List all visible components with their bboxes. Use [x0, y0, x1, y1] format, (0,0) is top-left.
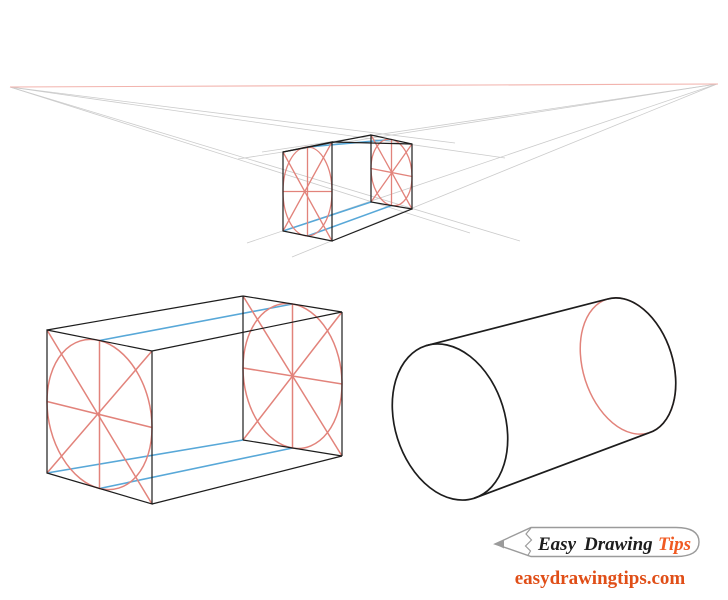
top-tangent-guide — [99, 303, 293, 342]
logo-text-tips: Tips — [658, 534, 691, 555]
horizon-line — [9, 83, 719, 88]
vp-guide-line — [9, 86, 521, 242]
vp-guide-line — [261, 83, 718, 153]
far-face-circle-construction — [371, 135, 412, 210]
logo-text-drawing: Drawing — [583, 534, 653, 555]
near-cap-ellipse — [374, 329, 527, 515]
pencil-icon — [493, 526, 700, 558]
brand-logo: Easy Drawing Tips easydrawingtips.com — [493, 526, 700, 589]
bottom-tangent-guide — [307, 204, 392, 237]
horizontal-center-guide — [46, 400, 153, 429]
box-edge — [331, 141, 413, 145]
hidden-edge-guide — [282, 201, 372, 232]
box-construction — [47, 296, 342, 504]
box-edge — [151, 455, 343, 505]
hidden-edge-guide — [46, 439, 244, 474]
far-face-hidden-edge — [242, 439, 343, 457]
perspective-box-outline — [282, 134, 413, 242]
perspective-construction — [9, 83, 719, 257]
vp-guide-line — [9, 86, 456, 144]
cylinder-drawing — [374, 286, 692, 515]
logo-text-easy: Easy — [537, 534, 577, 555]
vp-guide-line — [9, 86, 471, 234]
construction-box-outline — [46, 295, 343, 505]
box-edge — [282, 134, 372, 153]
near-face-circle-construction — [283, 142, 332, 241]
pencil-wood-zigzag — [524, 527, 533, 557]
box-edge — [46, 295, 244, 331]
cylinder-top-edge — [425, 298, 608, 347]
box-edge — [331, 208, 413, 242]
top-tangent-guide — [307, 138, 392, 148]
cylinder-bottom-edge — [473, 432, 650, 500]
box-edge — [151, 311, 343, 352]
far-face-circle-construction — [243, 296, 342, 456]
box-edge — [242, 295, 343, 313]
website-url: easydrawingtips.com — [515, 568, 686, 589]
pencil-tip — [495, 539, 504, 549]
horizontal-center-guide — [242, 367, 343, 385]
horizontal-center-guide — [370, 167, 413, 178]
vp-guide-line — [9, 86, 506, 159]
bottom-tangent-guide — [99, 447, 293, 490]
far-cap-ellipse — [564, 286, 692, 447]
far-cap-rim — [607, 286, 692, 433]
